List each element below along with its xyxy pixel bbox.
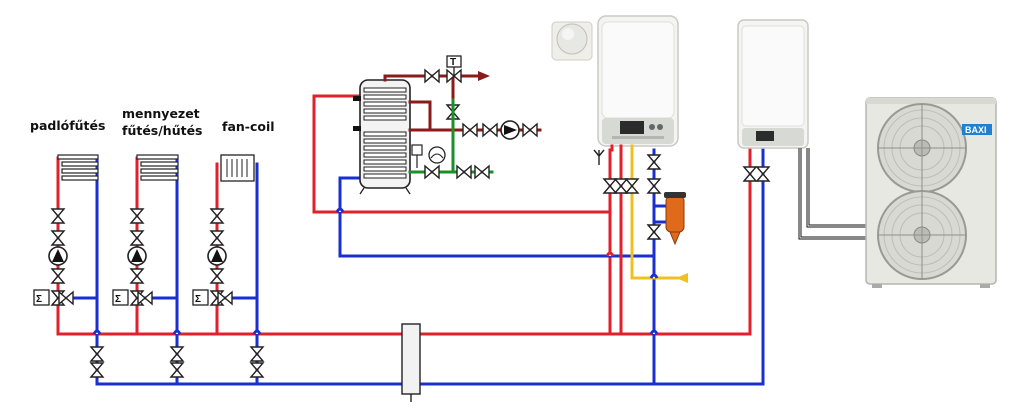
- boiler-connections: [593, 144, 688, 336]
- dhw-recirculation: [451, 120, 542, 140]
- heat-pump-indoor-unit: [737, 19, 809, 182]
- ball-valve-icon: [603, 178, 617, 194]
- ball-valve-icon: [474, 165, 490, 179]
- heat-pump-outdoor-unit: BAXI: [865, 97, 997, 288]
- brand-logo-text: BAXI: [965, 125, 987, 135]
- ball-valve-icon: [170, 346, 184, 362]
- svg-text:T: T: [450, 57, 456, 68]
- ball-valve-icon: [522, 123, 538, 137]
- ball-valve-icon: [647, 224, 661, 240]
- ball-valve-icon: [130, 230, 144, 246]
- ceiling-emitter: [136, 154, 179, 181]
- pressure-relief-icon: [411, 144, 423, 168]
- circuit-fan-coil: Σ: [192, 154, 264, 386]
- dhw-storage-tank: [312, 79, 656, 258]
- main-return-header: [95, 148, 765, 386]
- magnetic-dirt-separator: [652, 192, 686, 246]
- brand-badge: [962, 124, 992, 135]
- check-valve-icon: [456, 165, 472, 179]
- drain-valve-icon: [170, 362, 184, 378]
- check-valve-icon: [647, 154, 661, 170]
- ball-valve-icon: [756, 166, 770, 182]
- room-thermostat: [551, 21, 593, 61]
- circulation-pump-icon: [48, 246, 68, 266]
- cold-water-inlet: [408, 98, 494, 179]
- mixing-valve-icon: Σ: [112, 289, 153, 306]
- mixing-valve-icon: Σ: [33, 289, 74, 306]
- safety-valve-icon: [424, 165, 440, 179]
- ball-valve-icon: [614, 178, 628, 194]
- drain-valve-icon: [250, 362, 264, 378]
- ball-valve-icon: [424, 69, 440, 83]
- ball-valve-icon: [647, 178, 661, 194]
- ball-valve-icon: [90, 346, 104, 362]
- floor-heating-emitter: [57, 154, 99, 181]
- check-valve-icon: [210, 268, 224, 284]
- check-valve-icon: [130, 268, 144, 284]
- label-floor-heating: padlófűtés: [30, 118, 105, 133]
- label-fan-coil: fan-coil: [222, 119, 275, 134]
- label-ceiling-line1: mennyezet: [122, 106, 200, 121]
- refrigerant-lines: [798, 148, 880, 240]
- mixing-valve-icon: Σ: [192, 289, 233, 306]
- hydraulic-separator: [401, 323, 421, 402]
- expansion-vessel-icon: [428, 146, 446, 164]
- ball-valve-icon: [51, 230, 65, 246]
- fan-grille: [878, 104, 966, 279]
- ball-valve-icon: [130, 208, 144, 224]
- circuit-ceiling: Σ: [112, 154, 184, 386]
- gas-valve-icon: [625, 178, 639, 194]
- label-ceiling-line2: fűtés/hűtés: [122, 123, 203, 138]
- gas-inlet-arrow-icon: [676, 273, 688, 283]
- arrow-icon: [478, 71, 490, 81]
- circulation-pump-icon: [127, 246, 147, 266]
- gas-boiler: [597, 15, 679, 152]
- ball-valve-icon: [250, 346, 264, 362]
- check-valve-icon: [51, 268, 65, 284]
- fan-coil-unit: [220, 154, 255, 182]
- drain-valve-icon: [90, 362, 104, 378]
- boiler-display: [620, 121, 644, 134]
- ball-valve-icon: [462, 123, 478, 137]
- svg-text:Σ: Σ: [115, 294, 121, 305]
- ball-valve-icon: [743, 166, 757, 182]
- ball-valve-icon: [210, 230, 224, 246]
- indoor-unit-display: [756, 131, 774, 141]
- svg-text:Σ: Σ: [195, 294, 201, 305]
- thermostatic-valve-icon: T: [446, 55, 462, 83]
- circulation-pump-icon: [207, 246, 227, 266]
- condensate-drain-icon: [593, 149, 605, 165]
- svg-text:Σ: Σ: [36, 294, 42, 305]
- ball-valve-icon: [210, 208, 224, 224]
- check-valve-icon: [482, 123, 498, 137]
- ball-valve-icon: [51, 208, 65, 224]
- pipe-crossings: [92, 207, 659, 335]
- circuit-floor-heating: Σ: [33, 154, 104, 386]
